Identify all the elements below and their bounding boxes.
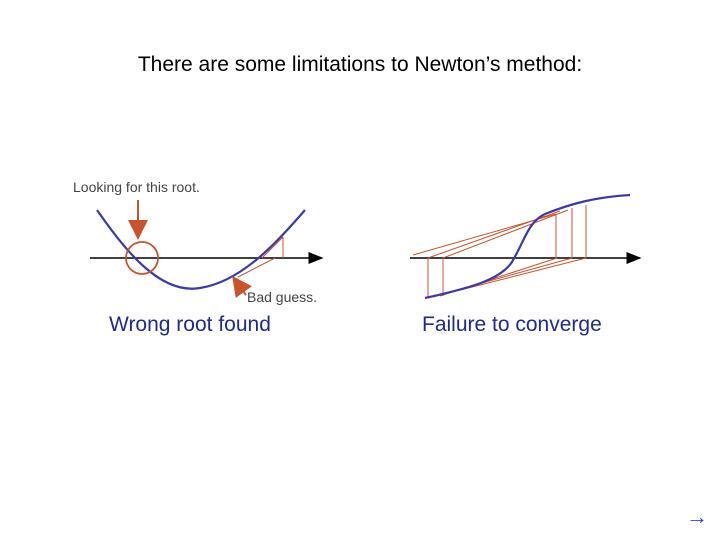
right-tangent-lines xyxy=(412,205,587,299)
left-tangent-line-2 xyxy=(237,257,276,278)
bad-guess-annotation: Bad guess. xyxy=(247,289,318,305)
right-diagram xyxy=(410,193,642,300)
right-caption: Failure to converge xyxy=(422,313,602,336)
left-caption: Wrong root found xyxy=(109,313,271,336)
root-circle xyxy=(125,241,159,275)
bad-guess-pointer-arrow xyxy=(232,275,252,298)
root-annotation: Looking for this root. xyxy=(73,179,200,195)
left-tangent-line xyxy=(261,236,284,259)
left-diagram xyxy=(90,200,324,298)
slide-title: There are some limitations to Newton’s m… xyxy=(137,53,583,76)
left-curve xyxy=(96,209,306,290)
arrow-right-icon[interactable]: → xyxy=(686,504,708,529)
right-curve xyxy=(424,193,631,300)
